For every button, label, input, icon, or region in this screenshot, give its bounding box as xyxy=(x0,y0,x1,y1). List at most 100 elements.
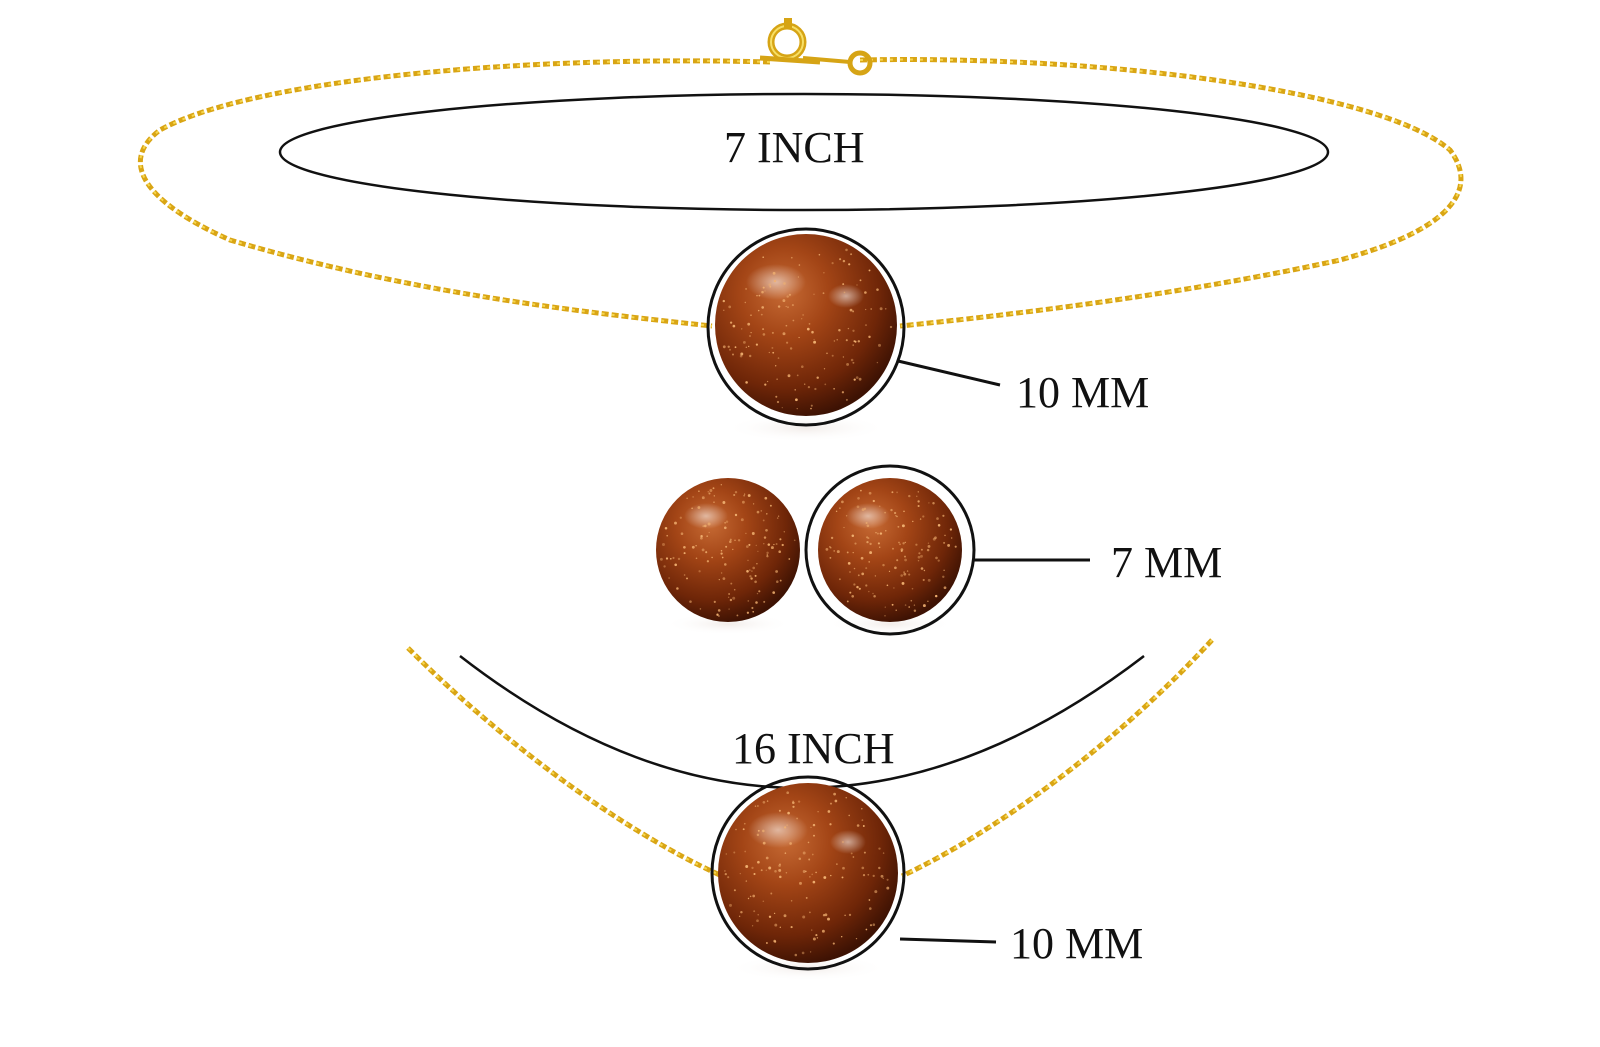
sparkle-fleck xyxy=(845,398,848,401)
sparkle-fleck xyxy=(737,539,741,542)
sparkle-fleck xyxy=(728,593,730,595)
sparkle-fleck xyxy=(879,532,883,535)
sparkle-fleck xyxy=(888,570,891,573)
sparkle-fleck xyxy=(724,526,727,530)
sparkle-fleck xyxy=(893,511,897,515)
sparkle-fleck xyxy=(763,600,766,603)
sparkle-fleck xyxy=(762,256,765,259)
sparkle-fleck xyxy=(695,557,698,560)
sparkle-fleck xyxy=(811,330,814,334)
sparkle-fleck xyxy=(829,823,832,826)
sparkle-fleck xyxy=(855,937,858,940)
sparkle-fleck xyxy=(749,575,752,578)
sparkle-fleck xyxy=(815,934,818,937)
sparkle-fleck xyxy=(836,863,838,865)
sparkle-fleck xyxy=(873,595,876,598)
sparkle-fleck xyxy=(747,897,750,900)
sparkle-fleck xyxy=(721,556,724,559)
sparkle-fleck xyxy=(792,805,795,808)
sparkle-fleck xyxy=(765,528,768,532)
sparkle-fleck xyxy=(934,536,937,540)
sparkle-fleck xyxy=(743,495,745,497)
sparkle-fleck xyxy=(936,517,939,520)
sparkle-fleck xyxy=(783,282,786,285)
sparkle-fleck xyxy=(708,531,710,534)
sparkle-fleck xyxy=(749,354,752,358)
sparkle-fleck xyxy=(865,567,868,570)
earring-left xyxy=(656,478,800,635)
sparkle-fleck xyxy=(751,606,754,610)
sparkle-fleck xyxy=(775,543,778,545)
sparkle-fleck xyxy=(766,551,769,555)
sparkle-fleck xyxy=(796,407,798,410)
sparkle-fleck xyxy=(916,495,918,497)
sparkle-fleck xyxy=(691,507,693,510)
sparkle-fleck xyxy=(843,526,845,529)
sparkle-fleck xyxy=(864,291,867,294)
sparkle-fleck xyxy=(781,406,783,409)
sparkle-fleck xyxy=(766,380,769,383)
sparkle-fleck xyxy=(739,354,743,358)
bracelet-length-label: 7 INCH xyxy=(724,123,865,172)
sparkle-fleck xyxy=(901,524,905,528)
sparkle-fleck xyxy=(822,292,825,295)
sparkle-fleck xyxy=(762,841,766,845)
sparkle-fleck xyxy=(722,345,726,349)
sparkle-fleck xyxy=(745,346,747,348)
earring-callout-circle xyxy=(804,464,976,636)
sparkle-fleck xyxy=(852,361,855,364)
sparkle-fleck xyxy=(810,826,812,829)
sparkle-fleck xyxy=(875,531,877,534)
sparkle-fleck xyxy=(922,578,925,582)
sparkle-fleck xyxy=(730,582,733,585)
bracelet-bead-callout-line xyxy=(897,359,1001,387)
sparkle-fleck xyxy=(724,870,726,872)
necklace-length-label: 16 INCH xyxy=(732,724,895,773)
sparkle-fleck xyxy=(755,343,758,346)
sparkle-fleck xyxy=(727,596,730,598)
sparkle-fleck xyxy=(911,587,914,590)
sparkle-fleck xyxy=(920,554,923,558)
sparkle-fleck xyxy=(775,395,778,398)
sparkle-fleck xyxy=(885,530,887,532)
sparkle-fleck xyxy=(922,515,925,518)
sparkle-fleck xyxy=(917,491,920,493)
sparkle-fleck xyxy=(869,551,873,555)
sparkle-fleck xyxy=(762,800,766,804)
earring-right-sparkles xyxy=(825,489,957,617)
sparkle-fleck xyxy=(762,519,765,522)
necklace-bead-size-label: 10 MM xyxy=(1010,919,1144,968)
sparkle-fleck xyxy=(774,870,777,873)
sparkle-fleck xyxy=(789,842,792,845)
sparkle-fleck xyxy=(934,594,938,598)
sparkle-fleck xyxy=(789,347,793,350)
sparkle-fleck xyxy=(750,314,752,316)
sparkle-fleck xyxy=(823,272,825,274)
sparkle-fleck xyxy=(866,540,869,544)
sparkle-fleck xyxy=(733,851,736,854)
sparkle-fleck xyxy=(709,489,713,492)
sparkle-fleck xyxy=(706,560,710,563)
sparkle-fleck xyxy=(868,561,871,563)
sparkle-fleck xyxy=(683,545,686,549)
sparkle-fleck xyxy=(818,253,821,256)
sparkle-fleck xyxy=(857,497,860,500)
sparkle-fleck xyxy=(778,550,781,553)
sparkle-fleck xyxy=(679,516,682,519)
sparkle-fleck xyxy=(856,284,858,286)
sparkle-fleck xyxy=(764,290,766,292)
sparkle-fleck xyxy=(798,264,801,266)
sparkle-fleck xyxy=(745,381,748,384)
sparkle-fleck xyxy=(811,929,813,931)
sparkle-fleck xyxy=(756,919,759,923)
sparkle-fleck xyxy=(903,571,905,574)
sparkle-fleck xyxy=(942,514,945,517)
sparkle-fleck xyxy=(689,600,692,603)
sparkle-fleck xyxy=(824,383,827,386)
sparkle-fleck xyxy=(760,313,763,316)
sparkle-fleck xyxy=(790,900,793,902)
sparkle-fleck xyxy=(810,407,812,410)
sparkle-fleck xyxy=(834,799,838,803)
sparkle-fleck xyxy=(898,541,900,544)
sparkle-fleck xyxy=(855,376,859,379)
